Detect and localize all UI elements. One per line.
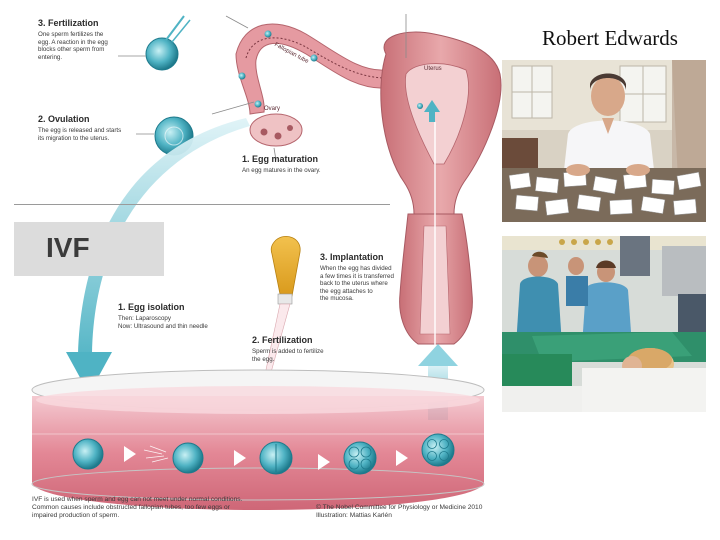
uterus-upper [380, 31, 502, 215]
fertilization-title: 3. Fertilization [38, 18, 99, 28]
ivf-heading: IVF [46, 232, 90, 263]
photo-title: Robert Edwards [542, 26, 678, 50]
fertilized-egg-icon [145, 37, 179, 71]
footer-caption: IVF is used when sperm and egg can not m… [32, 496, 243, 519]
implantation-text: When the egg has divided a few times it … [320, 265, 394, 303]
uterus-lower [399, 122, 473, 359]
ovulation-text: The egg is released and starts its migra… [38, 127, 122, 142]
robert-edwards-photo [502, 60, 706, 222]
ivf-illustration [31, 14, 502, 510]
petri-dish [31, 369, 485, 510]
footer-credit: © The Nobel Committee for Physiology or … [316, 504, 483, 519]
fertilized-egg-dish-icon [172, 442, 204, 474]
ivf-procedure-photo [502, 236, 706, 412]
egg-icon [72, 438, 104, 470]
ivf-fertilization-text: Sperm is added to fertilize the egg. [252, 348, 324, 363]
four-cell-embryo-icon [343, 441, 377, 475]
implantation-title: 3. Implantation [320, 252, 384, 262]
eight-cell-embryo-icon [421, 433, 455, 467]
cell-division-sequence [72, 433, 455, 475]
ivf-heading-box: IVF [14, 222, 164, 276]
egg-isolation-text: Then: Laparoscopy Now: Ultrasound and th… [118, 315, 208, 330]
uterus-label: Uterus [424, 66, 442, 72]
fertilization-text: One sperm fertilizes the egg. A reaction… [38, 31, 108, 61]
egg-maturation-title: 1. Egg maturation [242, 154, 319, 164]
ovary-label: Ovary [264, 106, 281, 112]
egg-maturation-text: An egg matures in the ovary. [242, 167, 321, 174]
egg-isolation-title: 1. Egg isolation [118, 302, 185, 312]
ovulation-title: 2. Ovulation [38, 114, 90, 124]
fallopian-tube [235, 23, 403, 115]
uterus-arrows [417, 100, 440, 122]
section-divider [14, 204, 390, 205]
ivf-diagram: 3. Fertilization One sperm fertilizes th… [14, 14, 502, 528]
ovary [249, 113, 303, 147]
ivf-fertilization-title: 2. Fertilization [252, 335, 313, 345]
